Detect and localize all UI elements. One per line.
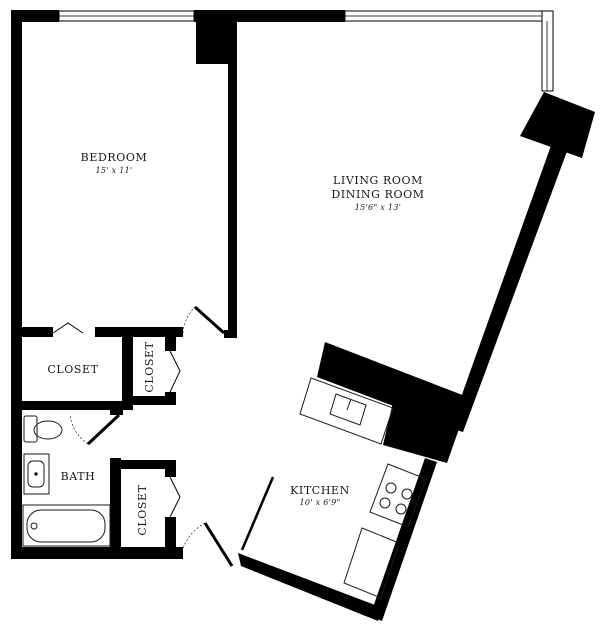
interior-walls (22, 22, 237, 548)
bath-label: BATH (61, 470, 96, 483)
door-bedroom (193, 305, 226, 335)
wall-right-diagonal (450, 140, 569, 432)
kitchen-counter-icon (299, 377, 394, 445)
wall-closet-bath-right-bottom (165, 517, 176, 548)
wall-closet-hall-bottom-stub (165, 392, 176, 405)
wall-top-left-corner (11, 10, 59, 22)
dining-room-label: DINING ROOM (331, 188, 424, 201)
closet-main-label: CLOSET (47, 363, 98, 376)
bedroom-dimensions: 15' x 11' (95, 166, 132, 175)
stove-icon (369, 463, 427, 528)
door-swing-entry (182, 522, 206, 549)
kitchen-sink-icon (329, 393, 367, 426)
living-room-dimensions: 15'6" x 13' (355, 203, 401, 212)
bathtub-icon (22, 504, 111, 547)
door-swing-bath (69, 414, 89, 445)
room-labels: BEDROOM 15' x 11' LIVING ROOM DINING ROO… (47, 151, 424, 536)
wall-bath-right (110, 458, 121, 548)
wall-bath-top (22, 401, 123, 410)
door-bath (86, 413, 121, 446)
wall-bedroom-bottom-mid (95, 327, 183, 337)
closet-hall-label: CLOSET (143, 341, 156, 392)
bath-sink-icon (23, 453, 50, 495)
bifold-door-closet-bath (169, 476, 181, 518)
wall-closet-bath-right-top (165, 460, 176, 477)
wall-bath-top-stub (110, 401, 123, 415)
wall-closet-bath-top (110, 460, 176, 469)
bifold-door-closet-hall (169, 350, 181, 393)
wall-kitchen-right (370, 458, 437, 621)
bedroom-label: BEDROOM (81, 151, 148, 164)
toilet-icon (23, 415, 63, 443)
wall-closet-hall-bottom (133, 396, 176, 405)
door-kitchen-pocket (240, 476, 275, 551)
kitchen-label: KITCHEN (290, 484, 350, 497)
wall-closet-main-right (122, 337, 133, 410)
wall-bedroom-right (228, 22, 237, 338)
bifold-door-closet-main (52, 322, 84, 334)
fixtures (22, 377, 427, 599)
closet-bath-label: CLOSET (136, 484, 149, 535)
wall-bedroom-bottom-right (224, 330, 237, 338)
wall-kitchen-top (317, 342, 465, 430)
door-swing-bedroom (182, 306, 196, 334)
door-entry (203, 522, 234, 567)
exterior-walls (11, 10, 595, 621)
living-room-label: LIVING ROOM (333, 174, 423, 187)
window-living-right (541, 10, 554, 92)
wall-bottom-left (11, 547, 183, 559)
wall-closet-hall-right (165, 337, 176, 351)
column-right (520, 92, 595, 158)
column-kitchen (383, 402, 460, 463)
doors (52, 305, 275, 567)
column-top (196, 10, 234, 64)
windows (58, 10, 554, 92)
kitchen-dimensions: 10' x 6'9" (299, 498, 340, 507)
wall-kitchen-bottom (238, 553, 383, 621)
wall-left (11, 10, 22, 559)
wall-bedroom-bottom-left (22, 327, 53, 337)
refrigerator-icon (343, 527, 400, 599)
